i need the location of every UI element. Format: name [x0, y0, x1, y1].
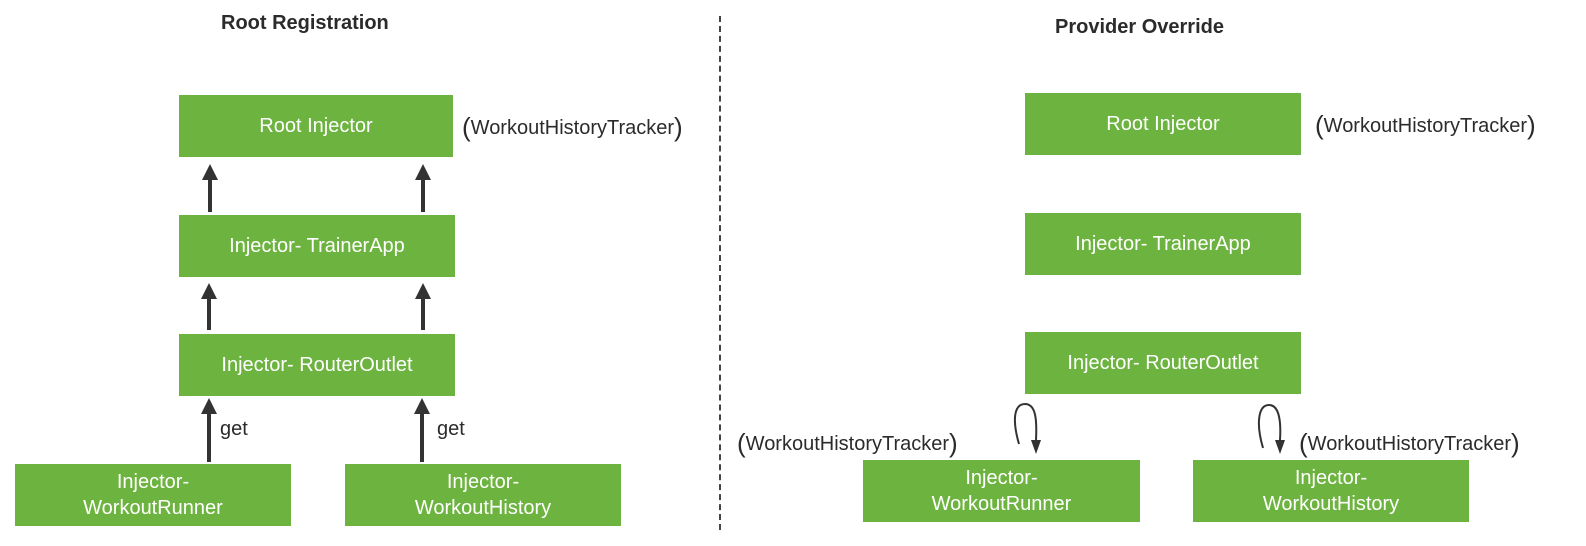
arrow-up-icon: [202, 164, 218, 212]
runner-provider-tag: (WorkoutHistoryTracker): [737, 428, 958, 458]
root-injector-label: Root Injector: [1106, 113, 1220, 135]
panel-divider: [719, 16, 721, 530]
root-provider-tag: (WorkoutHistoryTracker): [1315, 110, 1536, 140]
history-provider-tag-text: WorkoutHistoryTracker: [1307, 433, 1512, 455]
router-outlet-injector-label: Injector- RouterOutlet: [1067, 352, 1259, 374]
right-diagram-title: Provider Override: [1055, 16, 1224, 38]
arrow-up-icon: [201, 398, 217, 462]
workout-runner-injector-box: Injector- WorkoutRunner: [863, 460, 1140, 522]
root-provider-tag: (WorkoutHistoryTracker): [462, 112, 683, 142]
runner-provider-tag-text: WorkoutHistoryTracker: [745, 433, 950, 455]
trainer-app-injector-label: Injector- TrainerApp: [1075, 233, 1251, 255]
router-outlet-injector-box: Injector- RouterOutlet: [179, 334, 455, 396]
workout-history-injector-line1: Injector-: [1294, 467, 1368, 489]
arrow-up-icon: [201, 283, 217, 330]
workout-history-injector-line2: WorkoutHistory: [414, 497, 552, 519]
workout-history-injector-box: Injector- WorkoutHistory: [1193, 460, 1469, 522]
trainer-app-injector-box: Injector- TrainerApp: [179, 215, 455, 277]
arrow-up-icon: [415, 164, 431, 212]
trainer-app-injector-box: Injector- TrainerApp: [1025, 213, 1301, 275]
self-loop-arrow-icon: [1013, 402, 1041, 454]
root-injector-box: Root Injector: [179, 95, 453, 157]
trainer-app-injector-label: Injector- TrainerApp: [229, 235, 405, 257]
workout-runner-injector-line1: Injector-: [116, 471, 190, 493]
self-loop-arrow-icon: [1257, 403, 1285, 454]
root-provider-tag-text: WorkoutHistoryTracker: [1323, 115, 1528, 137]
router-outlet-injector-label: Injector- RouterOutlet: [221, 354, 413, 376]
workout-runner-injector-box: Injector- WorkoutRunner: [15, 464, 291, 526]
workout-history-injector-box: Injector- WorkoutHistory: [345, 464, 621, 526]
get-label: get: [220, 418, 248, 440]
root-provider-tag-text: WorkoutHistoryTracker: [470, 117, 675, 139]
history-provider-tag: (WorkoutHistoryTracker): [1299, 428, 1520, 458]
root-injector-label: Root Injector: [259, 115, 373, 137]
root-injector-box: Root Injector: [1025, 93, 1301, 155]
arrow-up-icon: [414, 398, 430, 462]
router-outlet-injector-box: Injector- RouterOutlet: [1025, 332, 1301, 394]
workout-history-injector-line2: WorkoutHistory: [1262, 493, 1400, 515]
left-diagram-title: Root Registration: [221, 12, 389, 34]
workout-runner-injector-line2: WorkoutRunner: [931, 493, 1072, 515]
workout-runner-injector-line1: Injector-: [965, 467, 1038, 489]
get-label: get: [437, 418, 465, 440]
workout-history-injector-line1: Injector-: [446, 471, 520, 493]
arrow-up-icon: [415, 283, 431, 330]
workout-runner-injector-line2: WorkoutRunner: [83, 497, 223, 519]
